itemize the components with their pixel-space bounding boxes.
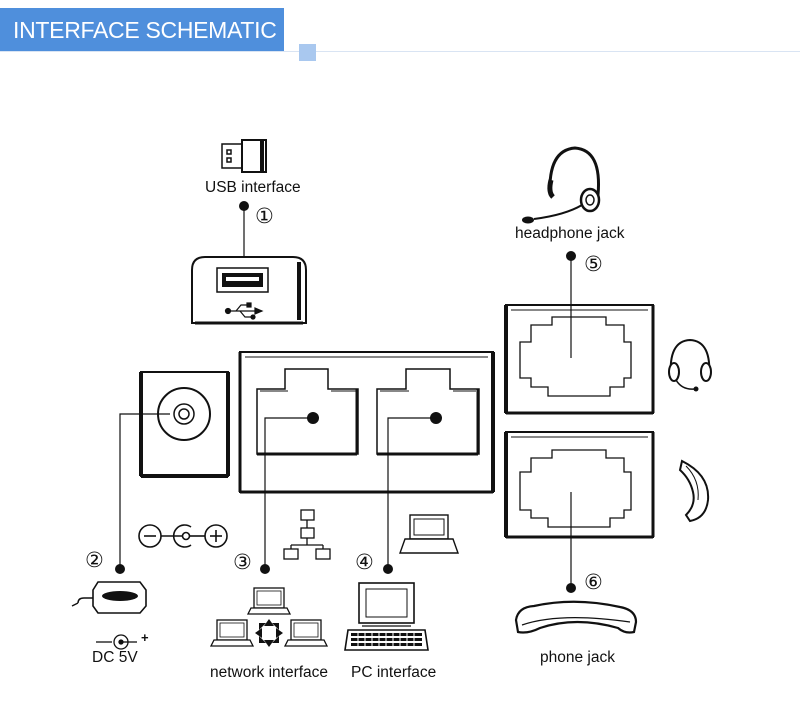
usb-port-block: [191, 256, 307, 325]
headphone-jack-label: headphone jack: [515, 225, 625, 242]
monitor-icon: [399, 514, 459, 554]
phone-leader-line: [566, 492, 576, 593]
usb-symbol-icon: [224, 302, 264, 320]
network-interface-label: network interface: [210, 664, 329, 681]
usb-interface-label: USB interface: [205, 179, 301, 196]
power-adapter-icon: [71, 581, 147, 614]
port-number-3: ③: [233, 551, 252, 574]
dc-plus-sign: +: [141, 630, 149, 645]
port-number-5: ⑤: [584, 253, 603, 276]
port-number-4: ④: [355, 551, 374, 574]
pc-leader-line: [383, 412, 442, 574]
small-headset-icon: [668, 338, 712, 392]
network-leader-line: [260, 412, 319, 574]
headset-icon: [522, 146, 601, 224]
dc-leader-line: [115, 413, 170, 574]
usb-plug-icon: [221, 139, 267, 173]
dc-jack-block: [139, 371, 230, 478]
phone-jack-label: phone jack: [540, 649, 615, 666]
handset-icon: [514, 600, 638, 634]
pc-port: [376, 368, 480, 456]
pc-interface-label: PC interface: [351, 664, 437, 681]
network-laptops-icon: [209, 587, 329, 647]
dc-plug-symbol-icon: [96, 634, 137, 650]
title-rule: [0, 51, 800, 52]
dc-5v-label: DC 5V: [92, 649, 138, 666]
pc-icon: [344, 582, 429, 651]
title-accent-square: [299, 44, 316, 61]
network-arrows-icon: [255, 619, 283, 647]
headphone-leader-line: [566, 251, 576, 358]
phone-port-block: [504, 431, 655, 539]
port-number-1: ①: [255, 205, 274, 228]
port-number-6: ⑥: [584, 571, 603, 594]
network-topology-icon: [283, 509, 331, 560]
page-title: INTERFACE SCHEMATIC: [0, 8, 284, 52]
small-handset-icon: [678, 459, 710, 523]
usb-leader-line: [239, 201, 249, 257]
dc-polarity-icon: [138, 524, 228, 548]
headphone-port-block: [504, 304, 655, 415]
network-port: [256, 368, 359, 456]
port-number-2: ②: [85, 549, 104, 572]
